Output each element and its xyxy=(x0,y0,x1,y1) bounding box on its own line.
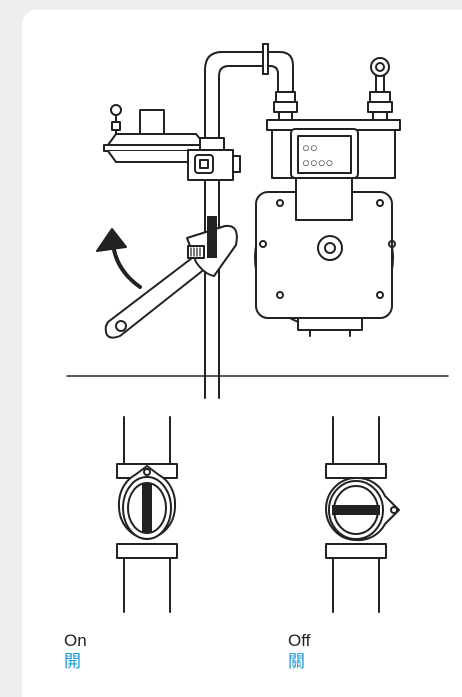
valve-on-illustration xyxy=(116,416,178,613)
shutoff-valve xyxy=(187,137,241,181)
valve-on-label-chinese: 開 xyxy=(64,652,81,671)
valve-off-illustration xyxy=(325,416,400,613)
valve-handle-on xyxy=(142,484,152,532)
valve-off-caption: Off 關 xyxy=(288,631,310,672)
meter-dial-row-1: ○○ xyxy=(302,140,318,155)
valve-on-caption: On 開 xyxy=(64,631,87,672)
valve-on-label: On xyxy=(64,631,87,650)
valve-off-label: Off xyxy=(288,631,311,650)
meter-connectors xyxy=(273,57,393,121)
valve-off-label-chinese: 關 xyxy=(288,652,305,671)
rotate-arrow-icon xyxy=(96,228,142,289)
gas-meter: ○○ ○○○○ xyxy=(254,119,401,337)
wrench-icon xyxy=(104,216,238,339)
meter-dial-row-2: ○○○○ xyxy=(302,155,333,170)
valve-handle-off xyxy=(332,505,380,515)
